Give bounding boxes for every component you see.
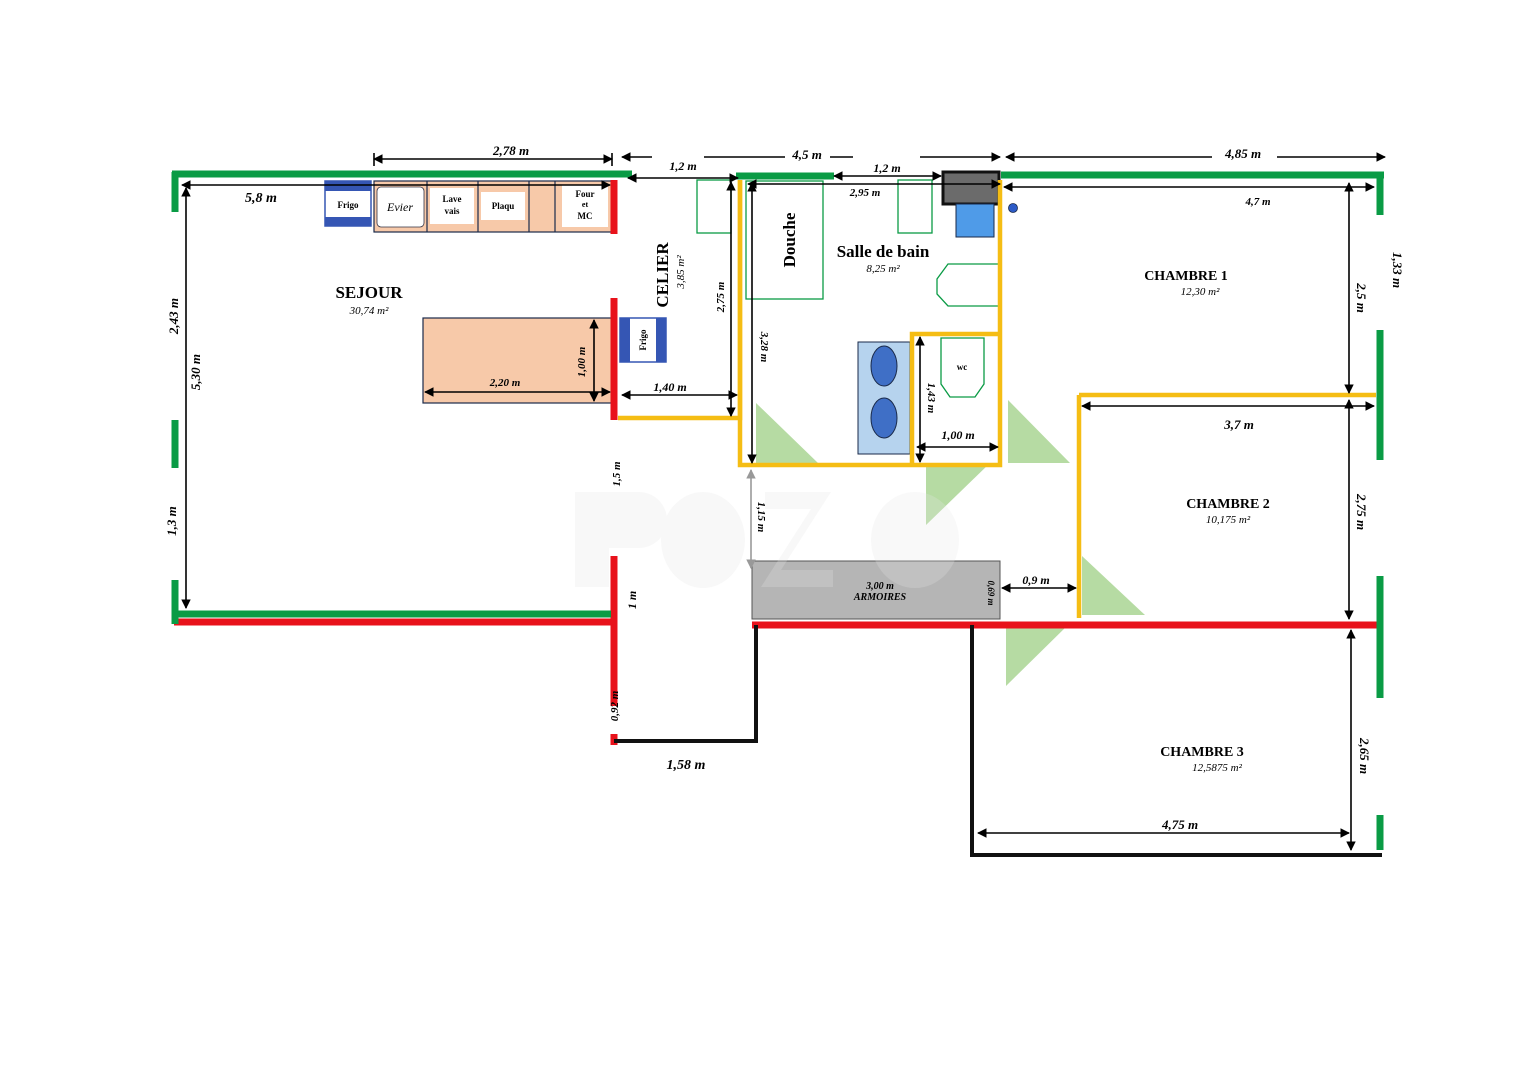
door-swing-corridor — [926, 463, 990, 525]
celier-shelf — [696, 179, 732, 234]
label-armoires: ARMOIRES — [853, 592, 907, 603]
drain — [1008, 203, 1018, 213]
label-frigo-kitchen: Frigo — [338, 200, 359, 210]
room-sdb-area: 8,25 m² — [866, 263, 900, 275]
label-douche: Douche — [780, 212, 799, 267]
dim-1-2-b: 1,2 m — [873, 161, 900, 175]
dim-1-15: 1,15 m — [755, 502, 767, 533]
room-sejour-name: SEJOUR — [335, 283, 403, 302]
room-chambre2-name: CHAMBRE 2 — [1186, 497, 1270, 512]
dim-3-7: 3,7 m — [1223, 417, 1254, 432]
dim-1-00-v: 1,00 m — [576, 346, 588, 377]
lave-vais-box — [430, 188, 474, 224]
fixture-labels: Frigo Evier Lave vais Plaqu Four et MC F… — [338, 189, 968, 603]
plaque-box — [481, 192, 525, 220]
boiler — [941, 170, 1001, 206]
room-celier-area: 3,85 m² — [675, 255, 687, 290]
dim-0-69: 0,69 m — [986, 580, 996, 605]
room-chambre3-name: CHAMBRE 3 — [1160, 745, 1244, 760]
dim-1-58: 1,58 m — [667, 758, 706, 773]
armoires-closet — [751, 560, 1001, 620]
dim-4-5: 4,5 m — [791, 147, 822, 162]
room-chambre3-area: 12,5875 m² — [1192, 762, 1242, 774]
dim-1-2-a: 1,2 m — [669, 159, 696, 173]
door-swing-chambre3 — [1006, 623, 1070, 686]
label-evier: Evier — [386, 200, 413, 214]
dim-2-78: 2,78 m — [492, 143, 529, 158]
dimension-labels: 2,78 m 1,2 m 4,5 m 1,2 m 4,85 m 5,8 m 2,… — [164, 143, 1405, 832]
dim-2-20: 2,20 m — [489, 377, 521, 389]
label-wc: wc — [957, 362, 968, 372]
room-chambre1-name: CHAMBRE 1 — [1144, 269, 1228, 284]
label-frigo-celier: Frigo — [638, 329, 648, 350]
watermark — [575, 492, 959, 588]
four-box — [562, 185, 608, 227]
label-four-1: Four — [576, 189, 595, 199]
room-labels: SEJOUR 30,74 m² CELIER 3,85 m² Salle de … — [335, 242, 1269, 774]
label-lave-2: vais — [444, 206, 460, 216]
dim-4-75: 4,75 m — [1161, 817, 1198, 832]
label-four-2: et — [582, 200, 589, 209]
walls — [171, 170, 1384, 857]
door-swing-chambre1 — [1008, 400, 1070, 463]
dim-0-9: 0,9 m — [1022, 573, 1049, 587]
dim-0-92: 0,92 m — [609, 690, 621, 721]
dim-4-85: 4,85 m — [1224, 146, 1261, 161]
dim-2-95: 2,95 m — [849, 187, 881, 199]
dim-1-00-h: 1,00 m — [941, 428, 974, 442]
door-swings — [756, 400, 1145, 686]
door-swing-chambre2 — [1082, 556, 1145, 615]
dim-2-43: 2,43 m — [166, 298, 181, 335]
dim-2-65: 2,65 m — [1357, 737, 1372, 774]
dim-4-7: 4,7 m — [1244, 196, 1271, 208]
dimension-lines — [181, 152, 1386, 851]
label-lave-1: Lave — [443, 194, 462, 204]
dim-5-8: 5,8 m — [245, 191, 277, 206]
dim-1-5: 1,5 m — [611, 461, 623, 487]
dim-5-30: 5,30 m — [188, 354, 203, 390]
room-celier-name: CELIER — [653, 242, 672, 308]
room-chambre2-area: 10,175 m² — [1206, 514, 1251, 526]
bathtub-sink — [936, 263, 998, 307]
bathroom-shelf — [897, 179, 933, 234]
dim-1-40: 1,40 m — [653, 380, 686, 394]
label-plaqu: Plaqu — [492, 201, 515, 211]
water-heater — [955, 203, 995, 238]
dim-1m: 1 m — [625, 591, 639, 609]
label-armoires-dim: 3,00 m — [865, 581, 894, 592]
room-chambre1-area: 12,30 m² — [1181, 286, 1220, 298]
wc-bowl — [940, 337, 985, 398]
dim-3-28: 3,28 m — [758, 331, 770, 363]
dim-1-3: 1,3 m — [164, 506, 179, 536]
dim-1-43: 1,43 m — [925, 383, 937, 414]
label-four-3: MC — [578, 211, 593, 221]
door-swing-bathroom — [756, 403, 818, 463]
dim-1-33: 1,33 m — [1390, 252, 1405, 288]
room-sejour-area: 30,74 m² — [349, 305, 389, 317]
room-sdb-name: Salle de bain — [837, 242, 930, 261]
dim-2-75-a: 2,75 m — [715, 281, 727, 313]
dim-2-75-b: 2,75 m — [1354, 493, 1369, 530]
dim-2-5: 2,5 m — [1354, 282, 1369, 313]
